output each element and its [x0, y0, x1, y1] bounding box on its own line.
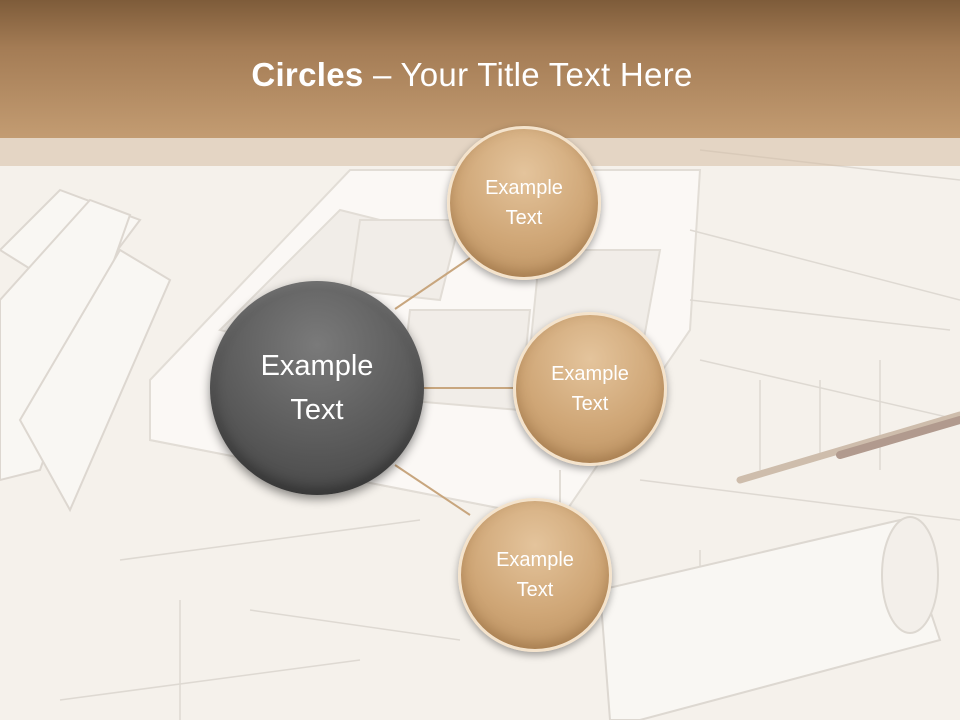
center-circle-label: Example Text [260, 350, 374, 426]
slide-title-bold: Circles [251, 56, 364, 93]
connector-line-3 [394, 464, 471, 516]
satellite-circle-label: Example Text [485, 177, 563, 229]
satellite-circle-label: Example Text [551, 363, 629, 415]
center-circle[interactable]: Example Text [210, 281, 424, 495]
slide-title: Circles – Your Title Text Here [0, 56, 944, 94]
satellite-circle-3[interactable]: Example Text [458, 498, 612, 652]
satellite-circle-2[interactable]: Example Text [513, 312, 667, 466]
connector-line-1 [394, 257, 471, 310]
satellite-circle-label: Example Text [496, 549, 574, 601]
satellite-circle-1[interactable]: Example Text [447, 126, 601, 280]
slide-title-rest: – Your Title Text Here [363, 56, 693, 93]
title-bar [0, 0, 960, 138]
